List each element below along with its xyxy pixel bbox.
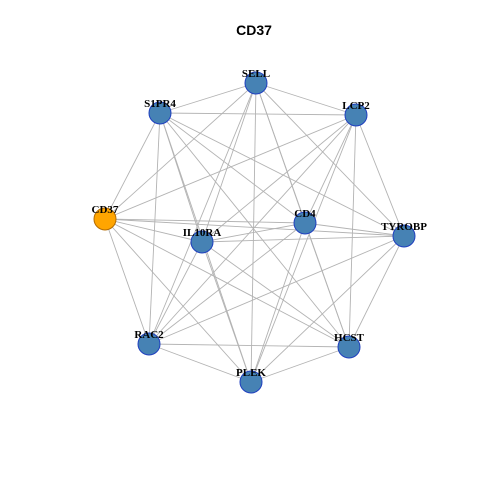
node-label-s1pr4: S1PR4 <box>144 98 176 110</box>
node-lcp2[interactable] <box>344 103 368 127</box>
node-label-il10ra: IL10RA <box>183 227 222 239</box>
edge-cd37-tyrobp <box>104 218 405 237</box>
edge-s1pr4-rac2 <box>148 112 161 345</box>
node-label-sell: SELL <box>242 68 270 80</box>
edge-sell-rac2 <box>148 82 257 345</box>
edge-cd4-il10ra <box>201 222 306 243</box>
edge-tyrobp-hcst <box>348 235 405 348</box>
node-tyrobp[interactable] <box>392 224 416 248</box>
edge-lcp2-tyrobp <box>355 114 405 237</box>
edge-cd37-il10ra <box>104 218 203 243</box>
edge-tyrobp-plek <box>250 235 405 383</box>
edge-tyrobp-rac2 <box>148 235 405 345</box>
edge-s1pr4-cd4 <box>159 112 306 224</box>
edge-layer <box>104 82 405 383</box>
edge-s1pr4-hcst <box>159 112 350 348</box>
edge-lcp2-hcst <box>348 114 357 348</box>
node-label-rac2: RAC2 <box>134 329 164 341</box>
edge-cd37-rac2 <box>104 218 150 345</box>
edge-cd37-cd4 <box>104 218 306 224</box>
edge-s1pr4-cd37 <box>104 112 161 220</box>
node-rac2[interactable] <box>137 332 161 356</box>
edge-lcp2-rac2 <box>148 114 357 345</box>
node-label-plek: PLEK <box>236 367 266 379</box>
edge-sell-lcp2 <box>255 82 357 116</box>
edge-il10ra-hcst <box>201 241 350 348</box>
edge-hcst-plek <box>250 346 350 383</box>
node-layer <box>93 71 416 394</box>
edge-lcp2-il10ra <box>201 114 357 243</box>
edge-il10ra-rac2 <box>148 241 203 345</box>
edge-cd4-rac2 <box>148 222 306 345</box>
edge-cd4-hcst <box>304 222 350 348</box>
node-label-hcst: HCST <box>334 332 365 344</box>
edge-lcp2-cd37 <box>104 114 357 220</box>
node-cd37[interactable] <box>93 207 117 231</box>
node-label-tyrobp: TYROBP <box>381 221 427 233</box>
node-plek[interactable] <box>239 370 263 394</box>
edge-cd4-tyrobp <box>304 222 405 237</box>
edge-rac2-plek <box>148 343 252 383</box>
edge-sell-cd37 <box>104 82 257 220</box>
edge-rac2-hcst <box>148 343 350 348</box>
edge-cd4-plek <box>250 222 306 383</box>
node-label-lcp2: LCP2 <box>342 100 370 112</box>
edge-il10ra-plek <box>201 241 252 383</box>
edge-lcp2-plek <box>250 114 357 383</box>
node-label-cd4: CD4 <box>294 208 316 220</box>
node-hcst[interactable] <box>337 335 361 359</box>
node-s1pr4[interactable] <box>148 101 172 125</box>
edge-sell-tyrobp <box>255 82 405 237</box>
edge-il10ra-tyrobp <box>201 235 405 243</box>
node-cd4[interactable] <box>293 211 317 235</box>
edge-cd37-plek <box>104 218 252 383</box>
edge-s1pr4-tyrobp <box>159 112 405 237</box>
edge-s1pr4-lcp2 <box>159 112 357 116</box>
edge-sell-il10ra <box>201 82 257 243</box>
edge-sell-s1pr4 <box>159 82 257 114</box>
node-il10ra[interactable] <box>190 230 214 254</box>
node-sell[interactable] <box>244 71 268 95</box>
diagram-title: CD37 <box>236 22 272 38</box>
node-label-cd37: CD37 <box>92 204 119 216</box>
edge-lcp2-cd4 <box>304 114 357 224</box>
